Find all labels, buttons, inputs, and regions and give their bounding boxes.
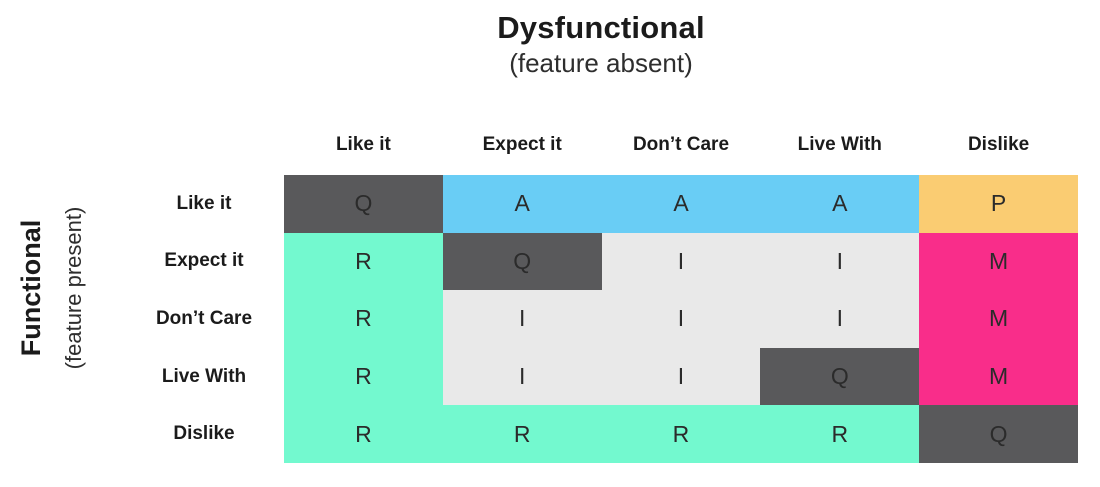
matrix-cell-live-with-like-it: R [284,347,443,406]
matrix-cell-dislike-live-with: R [760,405,920,463]
matrix-cell-expect-it-dislike: M [919,232,1078,291]
matrix-cell-like-it-dislike: P [919,175,1078,233]
matrix-cell-like-it-don-t-care: A [601,175,761,233]
x-axis-subtitle: (feature absent) [509,48,693,78]
matrix-cell-expect-it-like-it: R [284,232,443,291]
column-header-like-it: Like it [335,134,391,155]
row-header-don-t-care: Don’t Care [155,307,253,329]
column-header-live-with: Live With [797,134,882,155]
y-axis-subtitle: (feature present) [61,206,86,370]
matrix-cell-live-with-expect-it: I [442,347,602,406]
matrix-cell-dislike-dislike: Q [919,405,1078,463]
matrix-cell-dislike-don-t-care: R [601,405,761,463]
row-header-live-with: Live With [161,365,247,387]
matrix-cell-like-it-live-with: A [760,175,920,233]
matrix-cell-expect-it-expect-it: Q [442,232,602,291]
column-header-expect-it: Expect it [482,134,562,155]
matrix-cell-live-with-dislike: M [919,347,1078,406]
column-header-dislike: Dislike [967,134,1030,155]
matrix-cell-like-it-like-it: Q [284,175,443,233]
x-axis-title: Dysfunctional [497,10,705,45]
matrix-cell-don-t-care-live-with: I [760,290,920,348]
matrix-cell-expect-it-live-with: I [760,232,920,291]
matrix-cell-expect-it-don-t-care: I [601,232,761,291]
matrix-cell-live-with-don-t-care: I [601,347,761,406]
matrix-cell-live-with-live-with: Q [760,347,920,406]
matrix-cell-dislike-expect-it: R [442,405,602,463]
row-header-like-it: Like it [176,192,232,214]
row-header-expect-it: Expect it [164,250,244,272]
matrix-cell-like-it-expect-it: A [442,175,602,233]
column-headers: Like it Expect it Don’t Care Live With Disli… [284,128,1078,162]
column-header-don-t-care: Don’t Care [632,134,730,155]
x-axis-title-block: Dysfunctional (feature absent) [251,10,951,79]
matrix-cell-don-t-care-like-it: R [284,290,443,348]
row-header-dislike: Dislike [173,423,235,445]
matrix-cell-don-t-care-expect-it: I [442,290,602,348]
y-axis-title: Functional [16,219,46,357]
matrix-cell-dislike-like-it: R [284,405,443,463]
matrix-cell-don-t-care-dislike: M [919,290,1078,348]
matrix-cell-don-t-care-don-t-care: I [601,290,761,348]
